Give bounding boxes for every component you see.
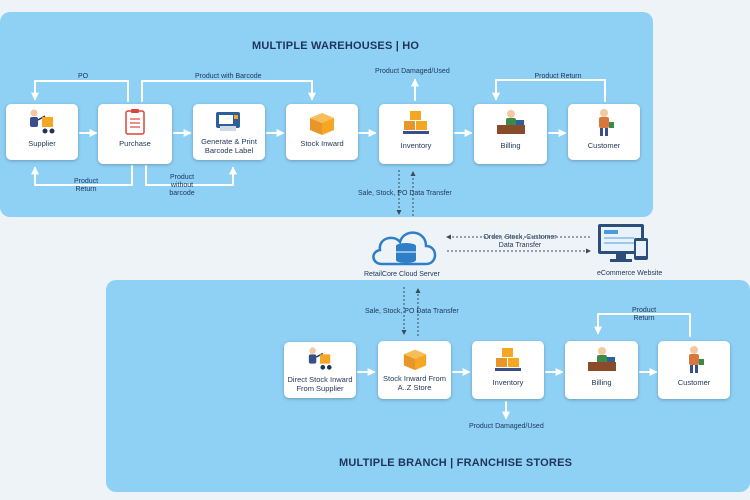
po-label: PO (78, 73, 89, 80)
arrow-product-with-barcode (141, 80, 316, 102)
node-billing[interactable]: Billing (474, 104, 547, 164)
customer-icon (599, 109, 614, 136)
cloud-server-icon (372, 231, 437, 266)
node-customer-b[interactable]: Customer (658, 341, 730, 399)
billing-label: Billing (500, 141, 521, 150)
cashier-icon (587, 347, 616, 371)
clipboard-icon (125, 109, 145, 135)
node-supplier[interactable]: Supplier (6, 104, 78, 160)
direct-inward-label: Direct Stock Inward From Supplier (287, 375, 353, 393)
product-damaged-label: Product Damaged/Used (375, 68, 450, 75)
node-direct-inward[interactable]: Direct Stock Inward From Supplier (284, 342, 356, 398)
person-trolley-icon (30, 109, 55, 134)
node-billing-b[interactable]: Billing (565, 341, 638, 399)
product-damaged-b-label: Product Damaged/Used (469, 423, 544, 430)
product-with-barcode-label: Product with Barcode (195, 73, 262, 80)
barcode-label: Generate & Print Barcode Label (201, 137, 257, 155)
stock-inward-store-label: Stock Inward From A..Z Store (383, 374, 446, 392)
cloud-server-label: RetailCore Cloud Server (364, 271, 440, 278)
node-customer[interactable]: Customer (568, 104, 640, 160)
order-transfer-label: Order, Stock, Customer Data Transfer (483, 234, 557, 249)
inventory-b-label: Inventory (492, 378, 524, 387)
product-without-barcode-label: Product without barcode (169, 174, 195, 197)
open-box-icon (403, 349, 426, 371)
product-return-customer-label: Product Return (534, 73, 582, 80)
customer-b-label: Customer (677, 378, 711, 387)
arrow-return-supplier (31, 165, 133, 186)
node-stock-inward-store[interactable]: Stock Inward From A..Z Store (378, 341, 451, 399)
barcode-printer-icon (216, 112, 240, 131)
customer-label: Customer (587, 141, 621, 150)
node-inventory[interactable]: Inventory (379, 104, 453, 164)
customer-icon (689, 346, 704, 373)
stacked-boxes-icon (403, 111, 429, 134)
ecommerce-label: eCommerce Website (597, 270, 663, 277)
billing-b-label: Billing (591, 378, 612, 387)
arrow-po (31, 80, 129, 102)
branch-title: MULTIPLE BRANCH | FRANCHISE STORES (339, 457, 573, 469)
open-box-icon (310, 113, 334, 135)
ecommerce-monitor-icon (598, 224, 648, 262)
supplier-label: Supplier (28, 139, 56, 148)
person-trolley-icon (308, 347, 332, 370)
node-purchase[interactable]: Purchase (98, 104, 172, 164)
node-stock-inward[interactable]: Stock Inward (286, 104, 358, 160)
stacked-boxes-icon (495, 348, 521, 371)
product-return-b-label: Product Return (631, 307, 657, 322)
arrow-return-b (594, 313, 691, 337)
cashier-icon (496, 110, 525, 134)
arrow-without-barcode (145, 165, 237, 186)
stock-inward-label: Stock Inward (300, 139, 344, 148)
warehouse-title: MULTIPLE WAREHOUSES | HO (252, 40, 420, 52)
purchase-label: Purchase (119, 139, 151, 148)
inventory-label: Inventory (400, 141, 432, 150)
node-inventory-b[interactable]: Inventory (472, 341, 544, 399)
product-return-supplier-label: Product Return (73, 178, 99, 193)
arrow-return-customer-top (492, 79, 606, 102)
node-barcode[interactable]: Generate & Print Barcode Label (193, 104, 265, 160)
transfer-top-label: Sale, Stock, PO Data Transfer (358, 190, 452, 197)
transfer-bottom-label: Sale, Stock, PO Data Transfer (365, 308, 459, 315)
